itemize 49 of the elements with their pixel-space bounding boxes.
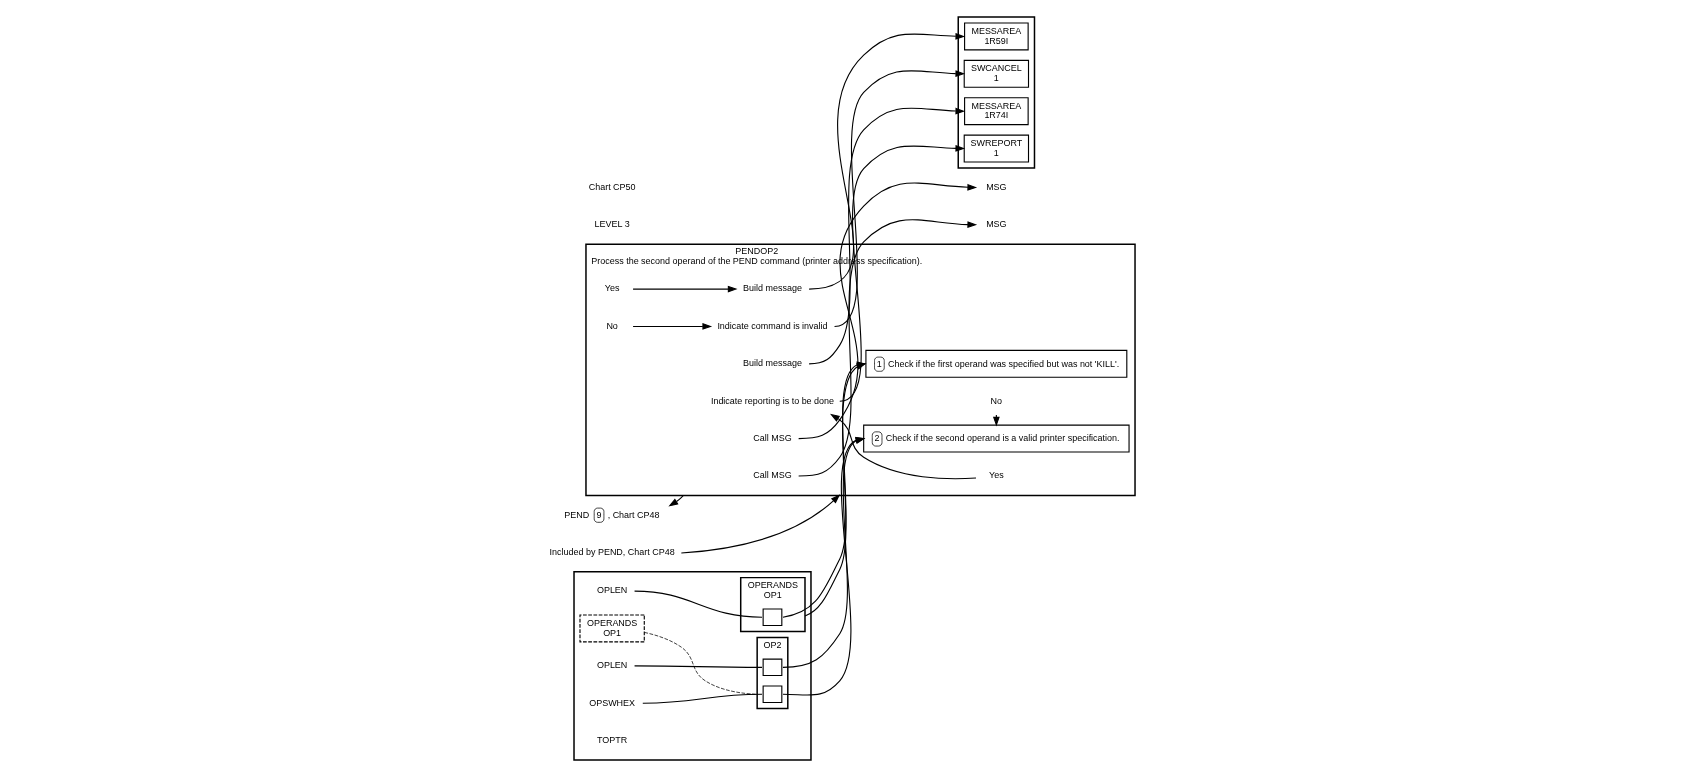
node-text: Yes: [988, 470, 1004, 481]
node-text: Indicate command is invalid: [716, 320, 828, 331]
node-text: MSG: [985, 181, 1007, 192]
cluster: [957, 16, 1035, 169]
node-text: No: [990, 395, 1002, 406]
arrow: [829, 413, 977, 480]
node-box: 1 Check if the first operand was specified but was not 'KILL'.: [864, 349, 1127, 378]
arrow: [680, 494, 840, 554]
node-box: [762, 608, 782, 627]
node-label: PEND: [563, 509, 589, 520]
arrow: [667, 494, 684, 507]
node-box: [762, 658, 782, 677]
arrow: [833, 70, 965, 327]
label: LEVEL 3: [594, 219, 630, 230]
node-box: 2 Check if the second operand is a valid printer specification.: [862, 424, 1130, 453]
node-text: Build message: [742, 358, 802, 369]
node-box: MESSAREA 1R59I: [963, 22, 1029, 51]
node-text: Build message: [742, 283, 802, 294]
connector: [641, 693, 763, 704]
node-box: SWREPORT 1: [963, 134, 1029, 163]
node-text: Call MSG: [752, 470, 792, 481]
node-text: Included by PEND, Chart CP48: [549, 546, 675, 557]
node-text: No: [605, 320, 618, 331]
node-text: Yes: [604, 283, 619, 294]
node-box: MESSAREA 1R74I: [963, 97, 1029, 126]
arrow: [797, 219, 977, 477]
arrow: [838, 145, 965, 402]
arrow: [808, 32, 965, 290]
connector: [633, 590, 763, 618]
cluster: OP2: [755, 636, 789, 710]
node-box: OPERANDS OP1: [578, 614, 645, 643]
arrow: [632, 285, 738, 293]
node-box: SWCANCEL 1: [963, 59, 1029, 88]
node-text: Indicate reporting is to be done: [710, 395, 834, 406]
node-text: OPLEN: [596, 660, 627, 671]
arrow: [632, 323, 712, 330]
node-text: OPLEN: [596, 585, 627, 596]
connector: [633, 665, 763, 668]
arrow: [797, 182, 977, 440]
cluster: OPERANDS OP1: [739, 576, 806, 633]
node-text: MSG: [985, 219, 1007, 230]
node-text: Call MSG: [752, 432, 792, 443]
arrow: [808, 107, 965, 365]
label: Chart CP50: [588, 181, 636, 192]
node-box: [762, 685, 782, 703]
cluster: [572, 570, 812, 761]
node-text: OPSWHEX: [588, 697, 635, 708]
node-label: , Chart CP48: [607, 509, 659, 520]
label: TOPTR: [596, 734, 627, 745]
